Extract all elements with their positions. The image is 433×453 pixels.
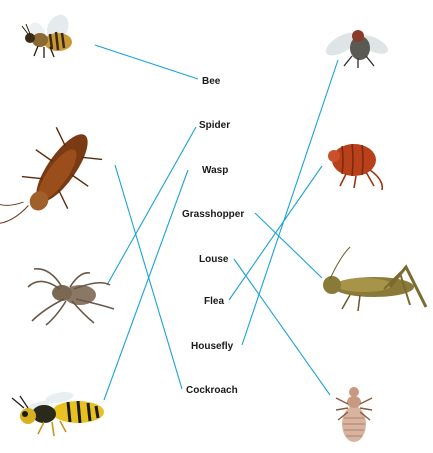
label-cockroach: Cockroach bbox=[186, 385, 238, 396]
label-housefly: Housefly bbox=[191, 341, 234, 352]
label-wasp: Wasp bbox=[202, 165, 228, 176]
label-spider: Spider bbox=[199, 120, 230, 131]
housefly-picture bbox=[322, 28, 390, 68]
label-flea: Flea bbox=[204, 296, 224, 307]
label-louse: Louse bbox=[199, 254, 229, 265]
label-bee: Bee bbox=[202, 76, 221, 87]
line-housefly bbox=[242, 60, 338, 345]
line-cockroach bbox=[115, 165, 182, 389]
line-grasshopper bbox=[255, 213, 322, 278]
word-labels: Bee Spider Wasp Grasshopper Louse Flea H… bbox=[182, 76, 244, 396]
line-spider bbox=[107, 127, 196, 285]
cockroach-picture bbox=[0, 108, 111, 259]
line-bee bbox=[95, 45, 198, 79]
label-grasshopper: Grasshopper bbox=[182, 209, 244, 220]
grasshopper-picture bbox=[323, 247, 426, 311]
wasp-picture bbox=[12, 390, 104, 436]
flea-picture bbox=[328, 144, 382, 190]
bee-picture bbox=[22, 11, 73, 58]
louse-picture bbox=[336, 387, 372, 442]
spider-picture bbox=[28, 269, 114, 325]
